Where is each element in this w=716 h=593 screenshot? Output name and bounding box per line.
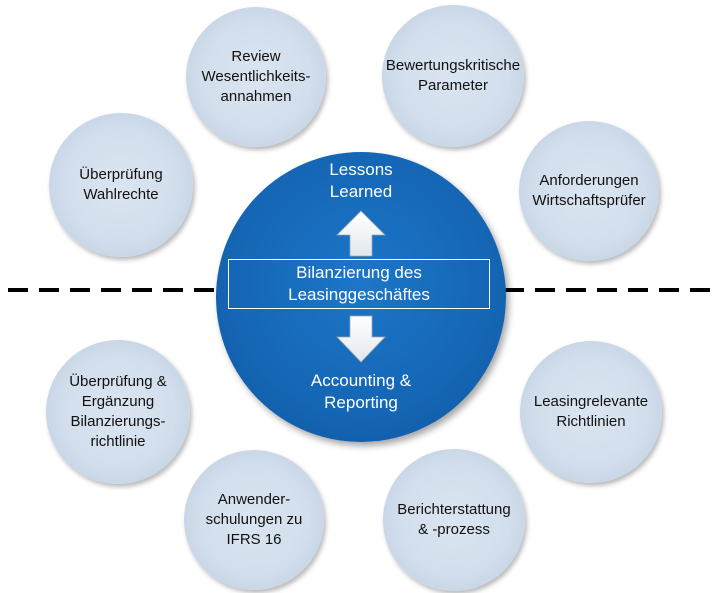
satellite-label: Leasingrelevante Richtlinien (533, 393, 649, 430)
satellite-anwenderschulungen: Anwender- schulungen zu IFRS 16 (184, 450, 324, 590)
satellite-anforderungen-wirtschaftspruefer: Anforderungen Wirtschaftsprüfer (519, 121, 659, 261)
center-circle (216, 152, 506, 442)
satellite-label: Überprüfung Wahlrechte (79, 166, 163, 203)
satellite-label: Anwender- schulungen zu IFRS 16 (205, 491, 303, 548)
satellite-leasingrelevante-richtlinien: Leasingrelevante Richtlinien (520, 341, 662, 483)
satellite-berichterstattung: Berichterstattung & -prozess (383, 449, 525, 591)
center-top-label: Lessons Learned (329, 160, 393, 201)
satellite-label: Review Wesentlichkeits- annahmen (201, 48, 311, 105)
arrow-down-icon (336, 315, 386, 363)
center-title: Bilanzierung des Leasinggeschäftes (288, 263, 430, 304)
center-title-box: Bilanzierung des Leasinggeschäftes (228, 259, 490, 309)
satellite-bilanzierungsrichtlinie: Überprüfung & Ergänzung Bilanzierungs- r… (46, 340, 190, 484)
satellite-label: Anforderungen Wirtschaftsprüfer (532, 172, 646, 209)
satellite-ueberpruefung-wahlrechte: Überprüfung Wahlrechte (49, 113, 193, 257)
satellite-label: Berichterstattung & -prozess (397, 501, 511, 538)
satellite-review-wesentlichkeit: Review Wesentlichkeits- annahmen (186, 7, 326, 147)
center-bottom-label: Accounting & Reporting (310, 371, 412, 412)
arrow-up-icon (336, 210, 386, 257)
satellite-bewertungskritische-parameter: Bewertungskritische Parameter (382, 5, 524, 147)
satellite-label: Bewertungskritische Parameter (385, 57, 521, 94)
satellite-label: Überprüfung & Ergänzung Bilanzierungs- r… (69, 373, 167, 450)
